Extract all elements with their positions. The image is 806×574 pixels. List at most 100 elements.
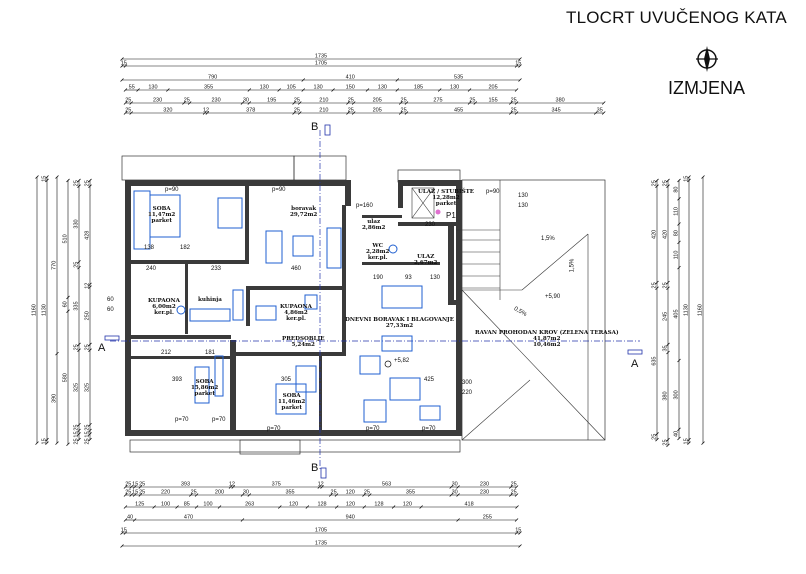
revision-label: IZMJENA	[668, 78, 746, 98]
dimension-value: 420	[663, 230, 669, 239]
dimension-tick	[514, 518, 519, 522]
dimension-value: 230	[153, 98, 162, 104]
dimension-tick	[687, 441, 691, 445]
dimension-value: 410	[346, 75, 355, 81]
dimension-value: 30	[243, 98, 249, 104]
dimension-value: 80	[674, 187, 680, 193]
dimension-tick	[677, 436, 681, 441]
section-axes	[110, 130, 640, 470]
inner-dim: 233	[211, 266, 222, 272]
side-dim: 130	[518, 203, 529, 209]
walls	[125, 180, 462, 436]
dimension-tick	[55, 441, 59, 445]
door-label: p=70	[175, 417, 189, 423]
dimension-value: 25	[294, 108, 300, 114]
inner-dim: 190	[373, 275, 384, 281]
dimension-value: 380	[556, 98, 565, 104]
dimension-tick	[518, 78, 522, 82]
dimension-value: 25	[74, 262, 80, 268]
room-label-kuhinja: kuhinja	[198, 297, 222, 303]
level-marker-icon	[384, 360, 392, 368]
dimension-value: 150	[346, 85, 355, 91]
dimension-value: 335	[74, 301, 80, 310]
drawing-title: TLOCRT UVUČENOG KATA	[566, 8, 787, 27]
dimension-value: 255	[483, 515, 492, 521]
dimension-value: 1705	[315, 61, 327, 67]
dimension-value: 355	[406, 490, 415, 496]
inner-dim: 182	[180, 245, 191, 251]
dimension-value: 25	[85, 425, 91, 431]
dimension-value: 25	[184, 98, 190, 104]
dimension-value: 25	[85, 180, 91, 186]
dimension-value: 210	[319, 98, 328, 104]
dimension-value: 1160	[698, 304, 704, 316]
dimension-value: 40	[127, 515, 133, 521]
dimension-value: 1130	[42, 304, 48, 316]
furniture	[133, 190, 441, 423]
dimension-value: 205	[373, 108, 382, 114]
dimension-tick	[66, 442, 70, 447]
dimension-value: 25	[511, 490, 517, 496]
dimension-value: 40	[674, 431, 680, 437]
inner-dim: 138	[144, 245, 155, 251]
dimension-value: 105	[287, 85, 296, 91]
dimension-value: 25	[364, 490, 370, 496]
dimension-value: 125	[135, 502, 144, 508]
dimension-value: 25	[125, 482, 131, 488]
dimension-value: 25	[74, 438, 80, 444]
dimension-tick	[601, 111, 606, 115]
door-label: p=90	[272, 187, 286, 193]
door-label: p=90	[486, 189, 500, 195]
dimension-value: 25	[511, 98, 517, 104]
level-label-1: +5,82	[394, 358, 410, 364]
door-label: p=90	[165, 187, 179, 193]
dimension-value: 25	[652, 434, 658, 440]
dimension-value: 25	[511, 482, 517, 488]
dimension-value: 30	[243, 490, 249, 496]
dimension-value: 325	[74, 383, 80, 392]
dimension-tick	[515, 505, 519, 509]
dimension-value: 155	[488, 98, 497, 104]
dimension-value: 25	[511, 108, 517, 114]
dimension-value: 635	[652, 356, 658, 365]
dimension-value: 205	[373, 98, 382, 104]
dimension-value: 25	[74, 344, 80, 350]
dimension-value: 25	[652, 180, 658, 186]
dimension-value: 535	[454, 75, 463, 81]
dimension-value: 15	[42, 438, 48, 444]
side-dim: 60	[107, 297, 114, 303]
dimension-value: 25	[74, 425, 80, 431]
dimension-value: 120	[346, 490, 355, 496]
dimension-value: 25	[125, 490, 131, 496]
dimension-value: 15	[515, 528, 521, 534]
dimension-tick	[518, 544, 522, 548]
dimension-tick	[601, 101, 606, 105]
dimension-value: 330	[74, 219, 80, 228]
dimension-value: 1735	[315, 54, 327, 60]
inner-dim: 425	[424, 377, 435, 383]
slope-label-1: 1,5%	[541, 236, 555, 242]
dimension-value: 428	[85, 231, 91, 240]
dimension-value: 100	[203, 502, 212, 508]
dimension-value: 130	[148, 85, 157, 91]
inner-dim: 212	[161, 350, 172, 356]
terrace-slopes	[461, 233, 606, 441]
point-label-p1: P1	[446, 211, 456, 220]
dimension-value: 263	[245, 502, 254, 508]
dimension-value: 25	[331, 490, 337, 496]
dimension-value: 393	[181, 482, 190, 488]
dimension-value: 380	[663, 391, 669, 400]
dimension-value: 510	[63, 234, 69, 243]
inner-dim: 240	[146, 266, 157, 272]
inner-dim: 93	[405, 275, 412, 281]
inner-dim: 305	[281, 377, 292, 383]
door-label: p=70	[366, 426, 380, 432]
